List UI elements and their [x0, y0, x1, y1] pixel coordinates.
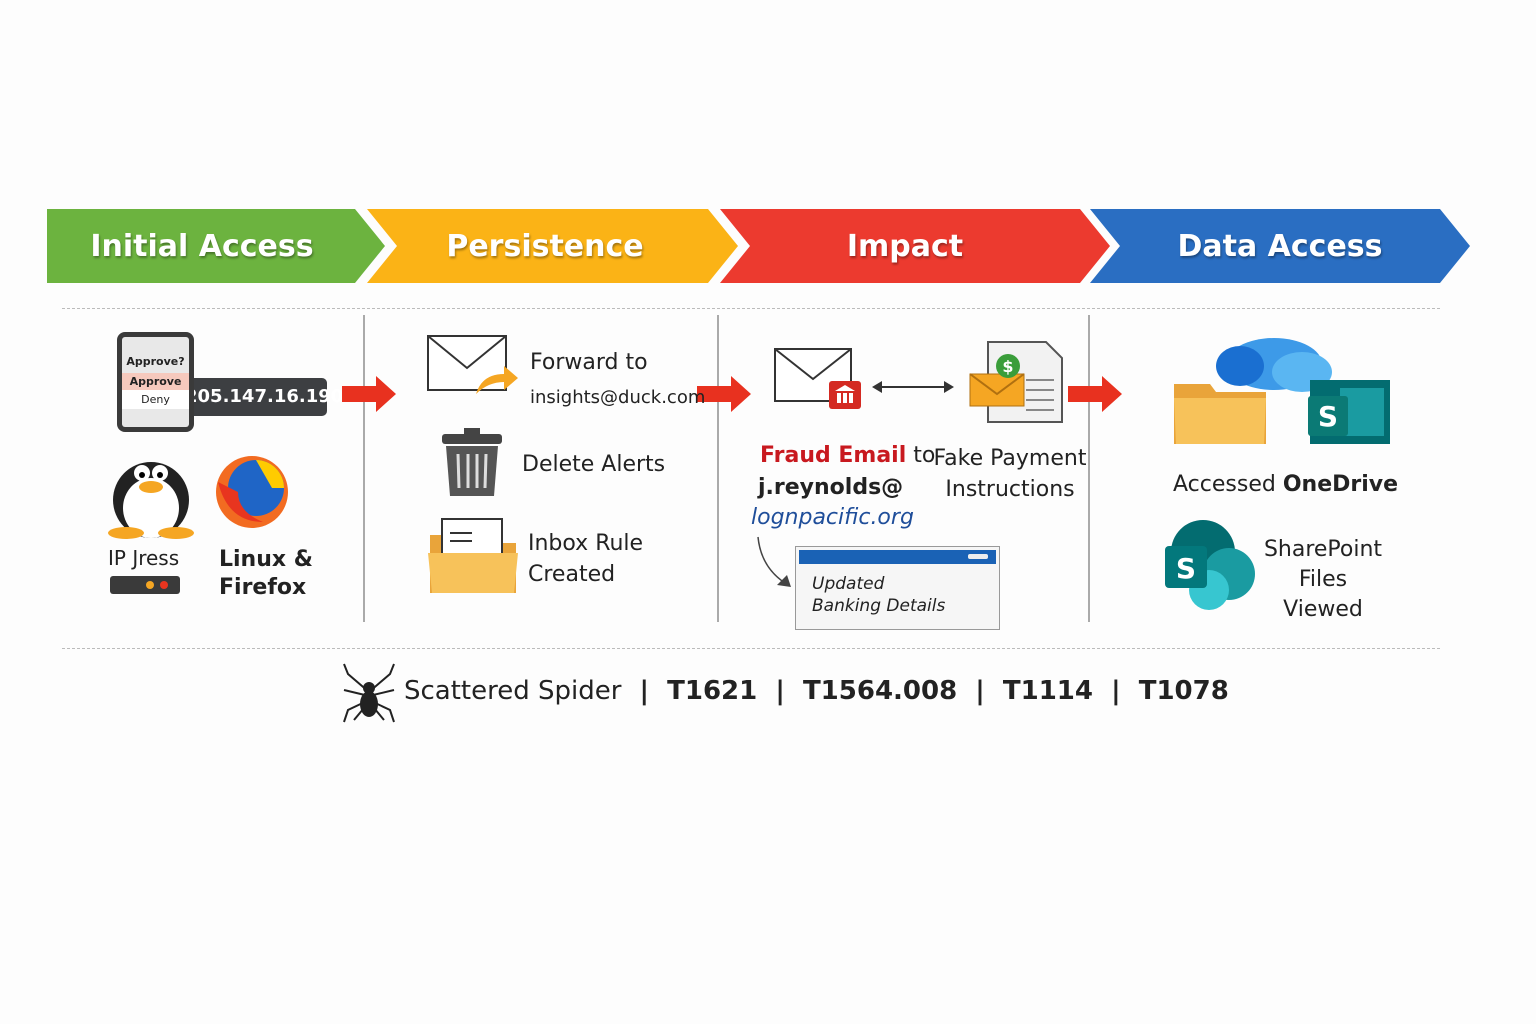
- sharepoint-icon: S: [1165, 520, 1255, 610]
- ip-badge: 205.147.16.190: [185, 378, 343, 416]
- technique-id: T1114: [1002, 676, 1093, 706]
- trash-icon: [442, 428, 502, 496]
- technique-id: T1564.008: [802, 676, 958, 706]
- onedrive-label: OneDrive: [1282, 472, 1399, 497]
- firefox-icon: [216, 456, 288, 528]
- forward-email-icon: [427, 335, 518, 394]
- bidirectional-arrow-icon: [872, 381, 954, 393]
- banking-details-text: Updated Banking Details: [812, 574, 946, 616]
- fake-payment-label: Fake Payment Instructions: [933, 446, 1087, 502]
- footer-attribution: Scattered Spider | T1621 | T1564.008 | T…: [404, 676, 1229, 706]
- stage-label: Initial Access: [90, 228, 314, 264]
- recipient-user: j.reynolds@: [758, 475, 904, 500]
- phone-icon: Approve? Approve Deny: [117, 332, 194, 432]
- spider-icon: [343, 663, 395, 723]
- inbox-rule-label: Inbox Rule Created: [528, 531, 644, 587]
- column-divider: [1088, 315, 1090, 622]
- chevron-initial-access: [47, 209, 385, 283]
- forward-address: insights@duck.com: [530, 387, 706, 408]
- fake-payment-document-icon: $: [969, 341, 1063, 423]
- divider: [62, 648, 1440, 649]
- stage-chevrons: [47, 209, 1470, 283]
- recipient-domain: lognpacific.org: [751, 505, 914, 530]
- onedrive-prefix: Accessed: [1173, 472, 1276, 497]
- stage-label: Persistence: [446, 228, 644, 264]
- column-divider: [363, 315, 365, 622]
- svg-text:S: S: [1176, 552, 1196, 585]
- linux-penguin-icon: [108, 462, 194, 539]
- fraud-email-label: Fraud Email: [760, 443, 907, 468]
- stage-label: Data Access: [1177, 228, 1383, 264]
- svg-text:$: $: [1002, 357, 1013, 376]
- flow-arrow-icon: [1068, 376, 1122, 412]
- deny-option: Deny: [122, 390, 189, 409]
- forward-label: Forward to: [530, 350, 648, 375]
- sharepoint-label: SharePoint Files Viewed: [1263, 537, 1383, 622]
- inbox-rule-folder-icon: [428, 518, 518, 593]
- os-label: Linux & Firefox: [219, 547, 313, 600]
- svg-text:S: S: [1318, 400, 1338, 433]
- stage-label: Impact: [846, 228, 964, 264]
- column-divider: [717, 315, 719, 622]
- flow-arrow-icon: [342, 376, 396, 412]
- fraud-to: to: [913, 443, 936, 468]
- curved-arrow-icon: [757, 536, 791, 587]
- banking-details-window: Updated Banking Details: [795, 546, 1000, 630]
- chevron-data-access: [1090, 209, 1470, 283]
- chevron-impact: [720, 209, 1110, 283]
- technique-id: T1078: [1138, 676, 1229, 706]
- fraud-email-icon: [774, 348, 861, 409]
- flow-arrow-icon: [697, 376, 751, 412]
- threat-actor: Scattered Spider: [404, 676, 622, 706]
- mfa-prompt: Approve?: [126, 355, 185, 368]
- onedrive-icon: S: [1174, 338, 1390, 444]
- approve-option: Approve: [122, 373, 189, 390]
- technique-id: T1621: [667, 676, 758, 706]
- chevron-persistence: [367, 209, 738, 283]
- server-icon: [110, 576, 180, 594]
- divider: [62, 308, 1440, 309]
- delete-alerts-label: Delete Alerts: [522, 452, 666, 477]
- ip-label: IP Jress: [108, 546, 180, 570]
